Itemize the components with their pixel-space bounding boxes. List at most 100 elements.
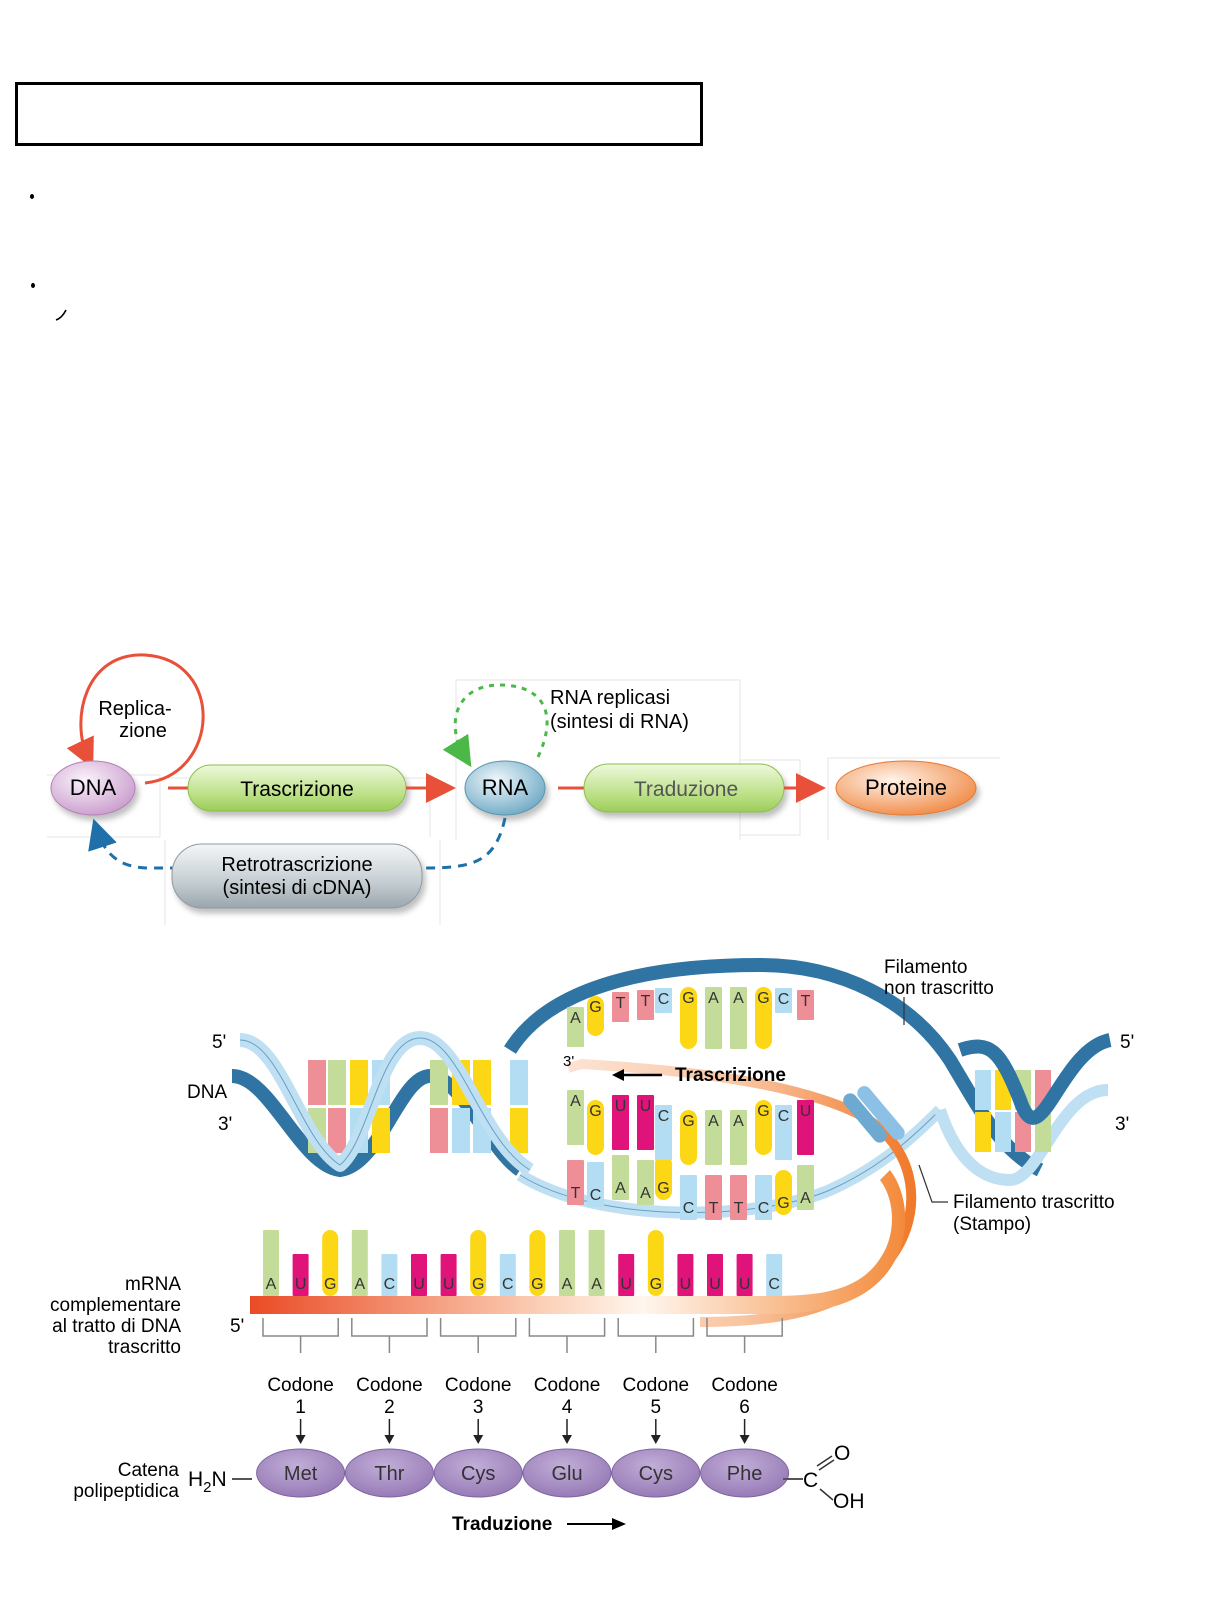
amino-acid-label: Met (284, 1463, 318, 1485)
template-base: C (755, 1175, 772, 1220)
replication-label-2: zione (119, 720, 167, 742)
callout-line-template (918, 1164, 948, 1203)
label-rna-3prime: 3' (563, 1053, 574, 1070)
reverse-transcription-label-1: Retrotrascrizione (221, 854, 372, 876)
mrna-base-letter: A (562, 1276, 573, 1293)
transcription-label: Trascrizione (240, 778, 354, 801)
mrna-base-letter: U (680, 1276, 692, 1293)
template-base: A (797, 1165, 814, 1210)
reverse-transcription-label-2: (sintesi di cDNA) (223, 877, 372, 899)
codon-number: 4 (562, 1397, 573, 1418)
mrna-base: U (707, 1254, 723, 1296)
mrna-base: G (322, 1230, 339, 1296)
amino-acid-phe: Phe (700, 1448, 790, 1498)
label-mrna-3: al tratto di DNA (52, 1316, 181, 1337)
non-template-base-letter: C (658, 991, 670, 1008)
mrna-base-letter: C (768, 1276, 780, 1293)
helix-left-base (430, 1060, 448, 1105)
non-template-base-letter: G (757, 990, 769, 1007)
reverse-transcription-arrow (88, 817, 507, 870)
amino-acid-thr: Thr (344, 1448, 434, 1498)
helix-left-base (510, 1060, 528, 1105)
helix-left-base (328, 1060, 346, 1105)
dna-node (50, 760, 136, 816)
helix-left-base (308, 1060, 326, 1105)
codon-number: 2 (384, 1397, 395, 1418)
label-n-terminus: H2N (188, 1468, 227, 1496)
mrna-base: A (559, 1230, 575, 1296)
codon-label: Codone (711, 1375, 778, 1396)
rna-base-letter: C (658, 1108, 670, 1125)
dna-helix-right (934, 1033, 1113, 1187)
helix-right-base (995, 1112, 1011, 1152)
rna-base-letter: C (778, 1108, 790, 1125)
label-mrna-5prime: 5' (230, 1316, 244, 1337)
amino-acid-label: Cys (461, 1463, 495, 1485)
codon-label: Codone (356, 1375, 423, 1396)
codon-label: Codone (267, 1375, 334, 1396)
rna-base: U (637, 1095, 654, 1150)
non-template-base: C (775, 988, 792, 1013)
mrna-base: U (292, 1254, 309, 1296)
helix-right-base (975, 1070, 991, 1110)
rna-base: C (655, 1105, 672, 1160)
mrna-base-letter: U (709, 1276, 721, 1293)
rna-base-letter: U (615, 1098, 627, 1115)
label-non-template-2: non trascritto (884, 978, 994, 999)
helix-left-base (430, 1108, 448, 1153)
mrna-base-letter: A (591, 1276, 602, 1293)
non-template-base: G (587, 996, 604, 1036)
rna-node-label: RNA (482, 775, 529, 800)
helix-left-base (452, 1108, 470, 1153)
non-template-base-letter: T (801, 993, 811, 1010)
mrna-base: G (529, 1230, 546, 1296)
mrna-base-letter: C (502, 1276, 514, 1293)
non-template-base: A (730, 987, 747, 1049)
non-template-base-letter: T (616, 995, 626, 1012)
template-base-letter: A (800, 1190, 811, 1207)
template-base-letter: A (640, 1185, 651, 1202)
label-3prime-right: 3' (1115, 1114, 1129, 1135)
c-terminus-oh: OH (833, 1490, 865, 1513)
rna-base: G (755, 1100, 772, 1155)
rna-base: A (567, 1090, 584, 1145)
proteins-node (835, 760, 977, 816)
rna-base-letter: U (800, 1103, 812, 1120)
mrna-base: G (647, 1230, 664, 1296)
mrna-base-letter: U (413, 1276, 425, 1293)
rna-base-letter: A (570, 1093, 581, 1110)
non-template-base: A (705, 987, 722, 1049)
template-base-letter: C (683, 1200, 695, 1217)
label-translation: Traduzione (452, 1514, 552, 1535)
rna-base: A (730, 1110, 747, 1165)
rna-polymerase (843, 1086, 905, 1143)
label-transcription: Trascrizione (675, 1065, 786, 1086)
amino-acid-cys: Cys (433, 1448, 523, 1498)
codon-label: Codone (623, 1375, 690, 1396)
template-base: A (612, 1155, 629, 1200)
label-non-template-1: Filamento (884, 957, 967, 978)
rna-base-letter: A (708, 1113, 719, 1130)
mrna-base-letter: G (472, 1276, 484, 1293)
label-3prime-left: 3' (218, 1114, 232, 1135)
translation-label: Traduzione (634, 778, 738, 801)
mrna-base-letter: A (266, 1276, 277, 1293)
rna-node (464, 760, 546, 816)
mrna-base-letter: A (354, 1276, 365, 1293)
mrna-base: U (411, 1254, 427, 1296)
codon-number: 3 (473, 1397, 484, 1418)
label-mrna-2: complementare (50, 1295, 181, 1316)
non-template-base-letter: G (589, 999, 601, 1016)
mrna-base-letter: G (650, 1276, 662, 1293)
template-base: C (587, 1162, 604, 1207)
template-base: C (680, 1175, 697, 1220)
amino-acid-label: Cys (639, 1463, 673, 1485)
amino-acid-glu: Glu (522, 1448, 612, 1498)
template-base: G (655, 1155, 672, 1200)
helix-left-base (510, 1108, 528, 1153)
non-template-base: G (755, 987, 772, 1049)
c-terminus-o: O (834, 1442, 850, 1465)
